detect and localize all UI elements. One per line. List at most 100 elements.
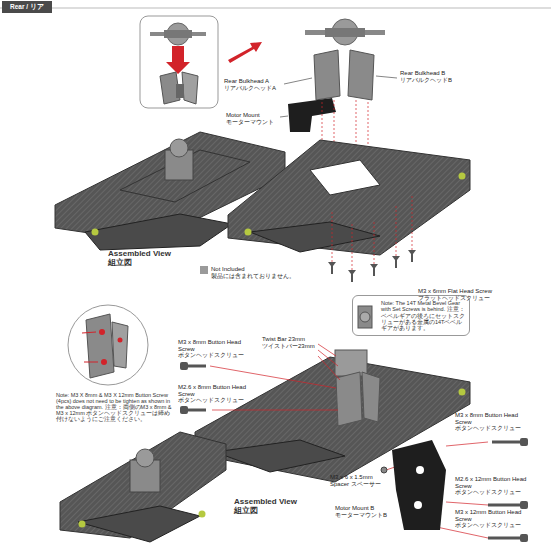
- screw-label: M3 x 6mm Flat Head Screw フラットヘッドスクリュー: [418, 288, 498, 301]
- screw-label: M3 x 8mm Button Head Screw ボタンヘッドスクリュー: [178, 339, 250, 359]
- inset-detail-part: [101, 359, 107, 365]
- inset-exploded-part: [166, 46, 190, 74]
- chassis-assembled-2-part: [79, 521, 86, 528]
- bulkhead-exploded-part: [250, 222, 380, 252]
- inset-detail-part: [84, 362, 98, 363]
- chassis-exploded-part-part: [318, 350, 338, 366]
- inset-detail-part: [68, 305, 148, 385]
- inset-exploded: [140, 16, 218, 108]
- node-text: Note: The 14T Metal Bevel Gear with Set …: [381, 300, 465, 332]
- part-label: Rear Bulkhead A リアバルクヘッドA: [224, 78, 284, 91]
- bulkhead-exploded-part-part: [392, 256, 400, 268]
- chassis-exploded-part-part: [520, 534, 528, 542]
- inset-detail: [68, 305, 148, 385]
- chassis-exploded-part: [210, 344, 488, 538]
- bulkhead-exploded-part: [245, 229, 252, 236]
- view-title: Assembled View 組立図: [234, 498, 304, 516]
- bulkhead-exploded-part-part: [332, 212, 333, 262]
- chassis-assembled-2-part: [199, 511, 206, 518]
- screw-label: M3 x 12mm Button Head Screw ボタンヘッドスクリュー: [455, 509, 527, 529]
- part-label: Motor Mount B モーターマウントB: [335, 505, 393, 518]
- bulkhead-exploded-part: [228, 140, 470, 255]
- bulkhead-exploded-part-part: [328, 262, 336, 274]
- inset-detail-part: [82, 332, 96, 333]
- chassis-exploded-part-part: [188, 365, 206, 368]
- chassis-exploded-part-part: [520, 501, 528, 509]
- bulkhead-exploded-part-part: [348, 270, 356, 282]
- chassis-exploded-part: [416, 466, 424, 474]
- legend-text: Not Included 製品には含まれておりません。: [211, 266, 299, 279]
- bulkhead-exploded-part: [310, 160, 380, 195]
- bulkhead-exploded-part: [288, 98, 336, 132]
- legend-swatch: [200, 266, 208, 274]
- bulkhead-exploded-part: [332, 196, 412, 270]
- chassis-exploded-part-part: [446, 442, 488, 446]
- inset-exploded-part: [176, 84, 184, 98]
- bulkhead-exploded-part: [284, 78, 312, 84]
- inset-detail-part: [86, 314, 114, 378]
- section-header: Rear / リア: [2, 1, 52, 13]
- chassis-exploded-part: [360, 312, 370, 322]
- chassis-assembled-2: [60, 432, 226, 542]
- chassis-exploded-part: [381, 467, 387, 473]
- bulkhead-exploded-part-part: [370, 264, 378, 276]
- chassis-exploded-part: [392, 440, 446, 530]
- chassis-assembled-part: [120, 150, 250, 202]
- bulkhead-exploded-part: [280, 116, 288, 117]
- chassis-exploded-part: [358, 306, 372, 328]
- bulkhead-exploded: [228, 19, 470, 282]
- inset-detail-part: [118, 338, 123, 343]
- bulkhead-exploded-part: [365, 30, 385, 35]
- chassis-exploded-part-part: [212, 410, 338, 411]
- chassis-assembled-part: [170, 139, 188, 157]
- bulkhead-exploded-part-part: [374, 220, 375, 264]
- chassis-assembled-2-part: [136, 449, 154, 467]
- chassis-exploded-part: [459, 389, 466, 396]
- chassis-assembled: [55, 132, 285, 250]
- inset-detail-part: [99, 329, 105, 335]
- part-label: Rear Bulkhead B リアバルクヘッドB: [400, 70, 462, 83]
- bulkhead-exploded-part-part: [412, 196, 413, 250]
- bulkhead-exploded-part: [228, 42, 262, 63]
- chassis-exploded-part: [362, 372, 380, 422]
- chassis-exploded-part-part: [188, 409, 206, 412]
- chassis-exploded-part: [414, 501, 422, 509]
- bulkhead-exploded-part: [376, 76, 397, 78]
- bulkhead-exploded-part: [325, 28, 365, 37]
- inset-exploded-part: [192, 32, 206, 36]
- bulkhead-exploded-part: [348, 50, 374, 100]
- part-label: Motor Mount モーターマウント: [226, 112, 278, 125]
- part-label: M3 x 6 x 1.5mm Spacer スペーサー: [330, 474, 382, 487]
- inset-detail-part: [112, 322, 128, 368]
- inset-exploded-part: [164, 30, 192, 38]
- header-rule: [0, 8, 551, 9]
- chassis-exploded-part: [215, 440, 345, 472]
- chassis-exploded-part-part: [488, 504, 520, 507]
- chassis-exploded-part-part: [318, 344, 336, 356]
- bulkhead-exploded-part: [328, 250, 416, 282]
- chassis-exploded-part-part: [446, 502, 488, 505]
- chassis-exploded-part-part: [488, 537, 520, 540]
- screw-label: M3 x 8mm Button Head Screw ボタンヘッドスクリュー: [455, 412, 527, 432]
- inset-exploded-part: [150, 32, 164, 36]
- bulkhead-exploded-part-part: [396, 206, 397, 256]
- chassis-assembled-part: [85, 214, 232, 250]
- part-label: Twist Bar 23mm ツイストバー23mm: [262, 336, 316, 349]
- chassis-exploded-part-part: [520, 438, 528, 446]
- view-title: Assembled View 組立図: [108, 250, 178, 268]
- screw-label: M2.6 x 12mm Button Head Screw ボタンヘッドスクリュ…: [455, 476, 527, 496]
- legend-item: Not Included 製品には含まれておりません。: [200, 266, 299, 279]
- bulkhead-exploded-part: [314, 50, 340, 100]
- bulkhead-exploded-part: [459, 173, 466, 180]
- inset-exploded-part: [182, 72, 198, 104]
- chassis-exploded-part-part: [180, 362, 188, 370]
- chassis-assembled-2-part: [78, 506, 200, 542]
- screw-label: M2.6 x 8mm Button Head Screw ボタンヘッドスクリュー: [178, 384, 250, 404]
- chassis-exploded-part-part: [318, 356, 340, 380]
- chassis-exploded-part: [336, 372, 362, 426]
- inset-exploded-part: [140, 16, 218, 108]
- chassis-exploded-part-part: [492, 441, 520, 444]
- chassis-assembled-part: [92, 229, 99, 236]
- note-text: Note: M3 X 8mm & M3 X 12mm Button Screw …: [56, 392, 174, 422]
- node-text: Rear / リア: [10, 3, 44, 11]
